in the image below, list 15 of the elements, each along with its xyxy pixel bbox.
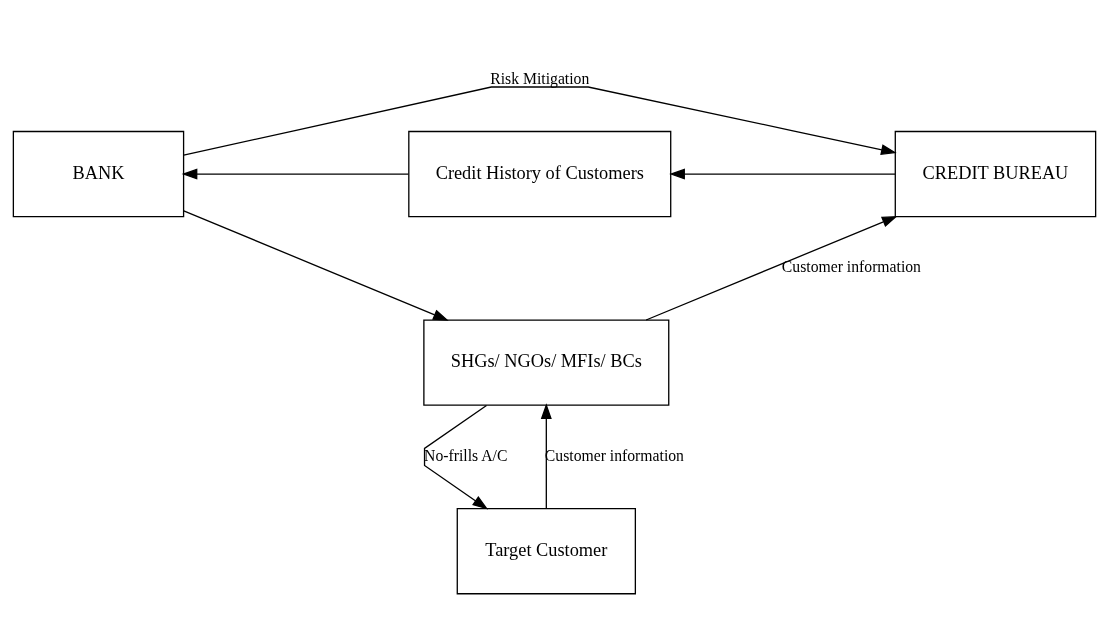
- edge-label: Customer information: [781, 257, 921, 275]
- node-box: BANK: [12, 130, 185, 217]
- arrow: [423, 404, 489, 510]
- arrow: [645, 215, 898, 321]
- node-box: SHGs/ NGOs/ MFIs/ BCs: [423, 318, 670, 406]
- node-box: Target Customer: [456, 507, 636, 594]
- arrow: [669, 168, 896, 180]
- arrow: [183, 209, 449, 321]
- node-box: CREDIT BUREAU: [894, 130, 1097, 217]
- node-box: Credit History of Customers: [408, 130, 672, 217]
- edge-label: Risk Mitigation: [490, 69, 590, 87]
- arrow: [183, 85, 897, 156]
- arrow: [181, 168, 410, 180]
- edge-label: No-frills A/C: [424, 446, 508, 464]
- arrow: [540, 402, 552, 509]
